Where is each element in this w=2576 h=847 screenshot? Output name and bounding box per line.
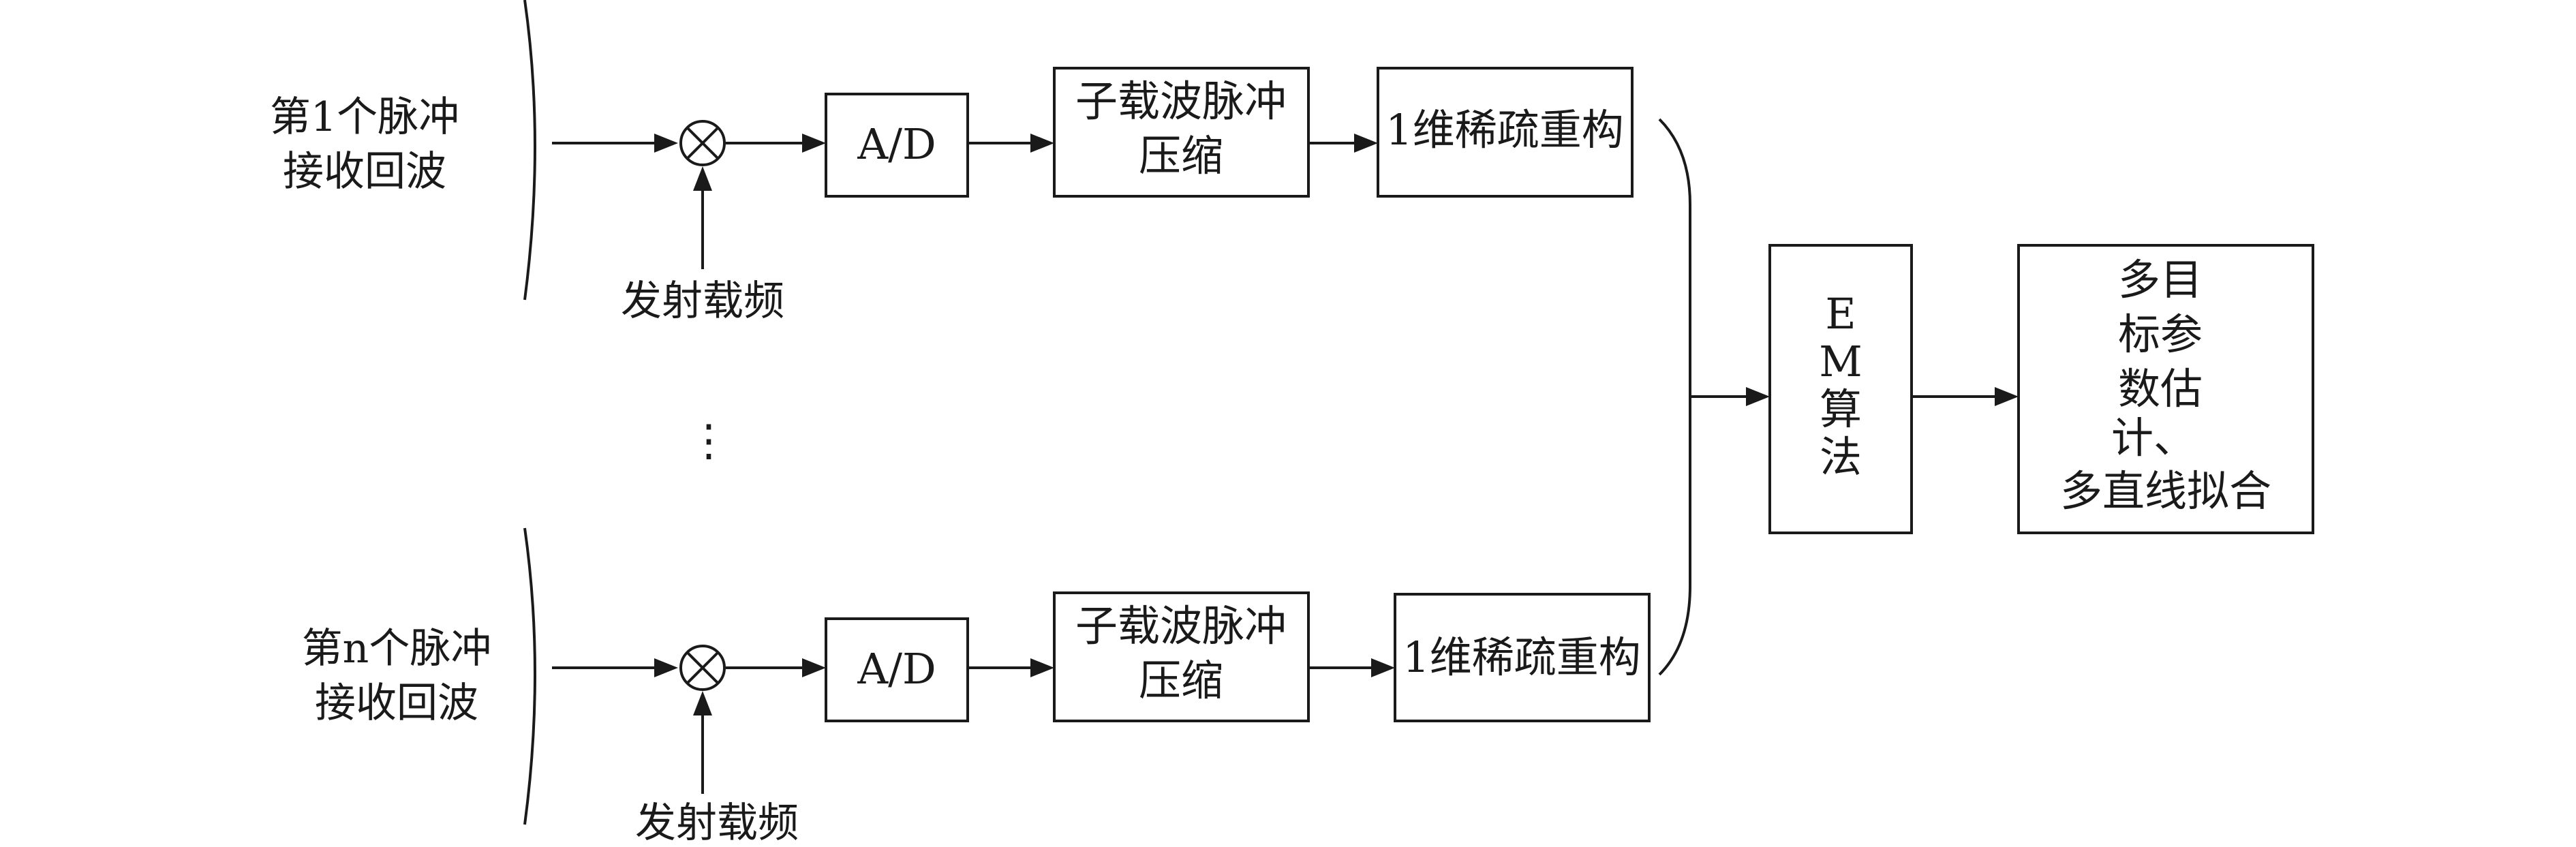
branch-1-mixer-icon	[679, 120, 726, 166]
branch-1-compress-label-line1: 子载波脉冲	[1075, 76, 1287, 126]
branch-1-adc-label: A/D	[857, 119, 936, 169]
output-box	[2017, 244, 2314, 534]
branch-1-recon-box	[1377, 67, 1634, 198]
branch-ellipsis: ⋮	[687, 416, 731, 466]
output-label-line2: 标参	[2118, 309, 2203, 359]
branch-1-carrier-label: 发射载频	[621, 277, 784, 325]
branch-1-adc-box	[825, 93, 969, 198]
branch-n-carrier-arrowhead	[693, 691, 712, 715]
em-block: E M 算 法	[1768, 244, 1913, 534]
branch-1-arrowhead-adc	[802, 134, 826, 153]
em-label-line4: 法	[1820, 432, 1862, 482]
branch-n-arrowhead-compress	[1030, 658, 1054, 677]
em-label-line3: 算	[1820, 384, 1862, 434]
branch-n-mixer-icon	[679, 645, 726, 691]
branch-1-recon-label: 1维稀疏重构	[1385, 105, 1623, 155]
branch-n-input-label-line2: 接收回波	[315, 679, 478, 727]
branch-n-mixer-cross-b	[686, 651, 720, 685]
branch-n-compress-label-line2: 压缩	[1139, 656, 1223, 705]
branch-1-input-label-line2: 接收回波	[283, 148, 446, 196]
output-label-line4: 计、	[2111, 413, 2196, 463]
branch-n: 第n个脉冲 接收回波 发射载频 A/D 子载波脉冲 压缩 1维稀疏重构	[302, 527, 1651, 847]
branch-1-arrowhead-mixer	[654, 134, 678, 153]
branch-n-input-label-line1: 第n个脉冲	[302, 625, 492, 673]
branch-n-adc-box	[825, 617, 969, 722]
branch-n-compress-box	[1053, 591, 1310, 722]
branch-n-recon-box	[1394, 593, 1651, 722]
arrowhead-output	[1995, 387, 2019, 406]
branch-n-receive-curve	[523, 527, 536, 825]
em-label-line2: M	[1819, 337, 1862, 386]
output-label-line3: 数估	[2118, 364, 2203, 414]
branch-n-arrowhead-adc	[802, 658, 826, 677]
merge-brace-top	[1658, 118, 1691, 395]
output-label-line5: 多直线拟合	[2060, 466, 2271, 516]
branch-n-arrowhead-recon	[1371, 658, 1395, 677]
branch-1-arrowhead-compress	[1030, 134, 1054, 153]
branch-1-input-label-line1: 第1个脉冲	[270, 93, 459, 141]
em-label-line1: E	[1825, 289, 1856, 339]
branch-n-adc-label: A/D	[857, 644, 936, 694]
branch-n-arrowhead-mixer	[654, 658, 678, 677]
branch-1-mixer-cross-b	[686, 126, 720, 160]
output-label-line1: 多目	[2118, 255, 2203, 305]
branch-1-compress-box	[1053, 67, 1310, 198]
branch-1-compress-label-line2: 压缩	[1139, 131, 1223, 181]
branch-1-arrowhead-recon	[1354, 134, 1378, 153]
branch-1: 第1个脉冲 接收回波 发射载频 A/D 子载波脉冲 压缩 1维稀疏重构	[270, 0, 1634, 325]
branch-n-recon-label: 1维稀疏重构	[1402, 632, 1640, 682]
em-box	[1768, 244, 1913, 534]
branch-1-receive-curve	[523, 0, 536, 301]
merge-brace-bottom	[1658, 395, 1691, 676]
branch-1-carrier-arrowhead	[693, 166, 712, 191]
merge-arrowhead-em	[1746, 387, 1770, 406]
branch-n-carrier-label: 发射载频	[635, 799, 799, 847]
branch-n-compress-label-line1: 子载波脉冲	[1075, 601, 1287, 651]
output-block: 多目 标参 数估 计、 多直线拟合	[2017, 244, 2314, 534]
